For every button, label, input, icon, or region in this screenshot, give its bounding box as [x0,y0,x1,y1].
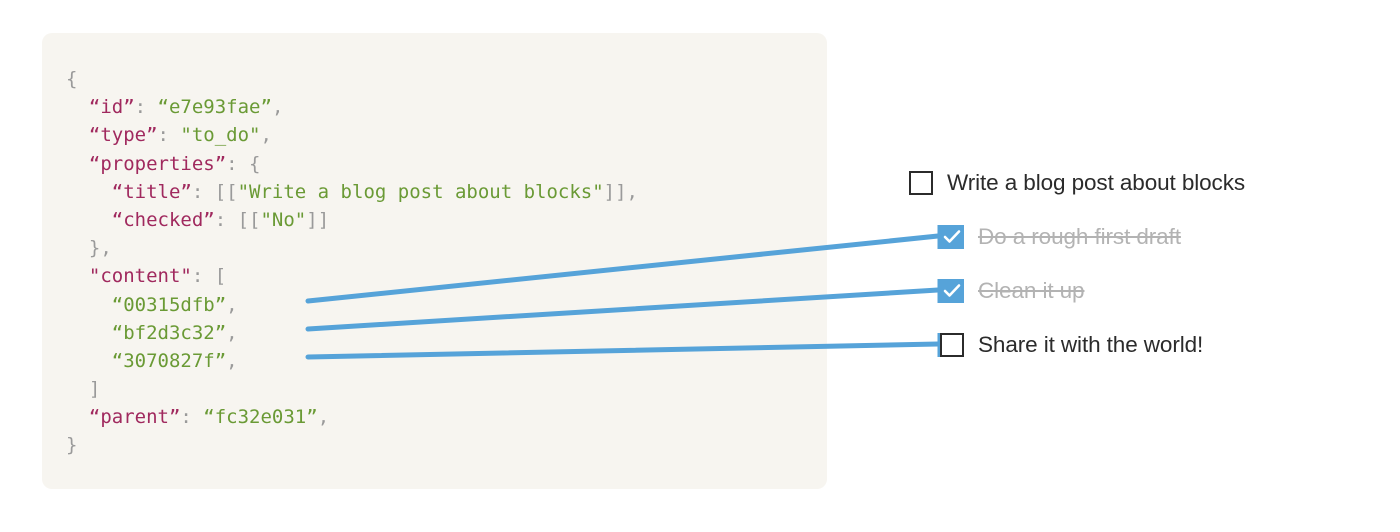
json-code-block: { “id”: “e7e93fae”, “type”: "to_do", “pr… [66,65,638,460]
json-punctuation: : [180,406,204,429]
code-line: “type”: "to_do", [66,121,638,149]
code-line: “id”: “e7e93fae”, [66,93,638,121]
json-key: “id” [88,96,135,119]
json-punctuation: : { [226,152,261,175]
code-line: { [66,65,638,93]
code-line: “bf2d3c32”, [66,319,638,347]
code-line: ] [66,375,638,403]
json-string: "Write a blog post about blocks" [237,180,604,203]
code-line: “properties”: { [66,150,638,178]
json-punctuation: : [[ [214,208,261,231]
json-string: “bf2d3c32” [111,321,227,344]
json-key: "content" [88,265,192,288]
code-line: } [66,431,638,459]
todo-item[interactable]: Share it with the world! [909,330,1203,360]
json-punctuation: ] [88,378,101,401]
code-line: “title”: [["Write a blog post about bloc… [66,178,638,206]
json-punctuation: : [[ [191,180,238,203]
json-string: “e7e93fae” [157,96,272,119]
json-punctuation: , [271,96,284,119]
todo-item[interactable]: Clean it up [909,276,1085,306]
json-punctuation: : [157,124,181,147]
code-line: “parent”: “fc32e031”, [66,403,638,431]
code-line: “checked”: [["No"]] [66,206,638,234]
json-punctuation: , [226,321,238,344]
json-string: “00315dfb” [111,293,227,316]
json-key: “checked” [111,208,215,231]
json-string: “fc32e031” [203,406,318,429]
checkbox-unchecked-icon[interactable] [909,171,933,195]
json-punctuation: ]] [306,208,330,231]
checkbox-checked-icon[interactable] [940,279,964,303]
json-key: “type” [88,124,158,147]
todo-item[interactable]: Do a rough first draft [909,222,1181,252]
code-line: “00315dfb”, [66,291,638,319]
code-line: “3070827f”, [66,347,638,375]
todo-item[interactable]: Write a blog post about blocks [909,168,1245,198]
json-punctuation: , [260,124,272,147]
json-string: “3070827f” [111,349,227,372]
json-key: “properties” [88,152,227,175]
json-punctuation: , [317,406,330,429]
code-line: }, [66,234,638,262]
json-punctuation: ]], [603,180,638,203]
todo-item-label: Clean it up [978,278,1085,303]
json-string: "to_do" [180,124,261,147]
json-punctuation: , [226,293,238,316]
json-string: "No" [260,208,307,231]
checkbox-checked-icon[interactable] [940,225,964,249]
checkbox-unchecked-icon[interactable] [940,333,964,357]
json-punctuation: }, [88,237,112,260]
json-punctuation: } [66,434,78,457]
json-punctuation: : [134,96,158,119]
todo-item-label: Share it with the world! [978,332,1204,357]
json-key: “parent” [88,406,181,429]
json-code-panel: { “id”: “e7e93fae”, “type”: "to_do", “pr… [42,33,827,489]
json-punctuation: { [66,68,78,90]
json-key: “title” [111,180,192,203]
json-punctuation: : [ [191,265,227,288]
todo-item-label: Do a rough first draft [978,224,1181,249]
todo-item-label: Write a blog post about blocks [947,170,1246,195]
json-punctuation: , [226,349,238,372]
code-line: "content": [ [66,262,638,290]
